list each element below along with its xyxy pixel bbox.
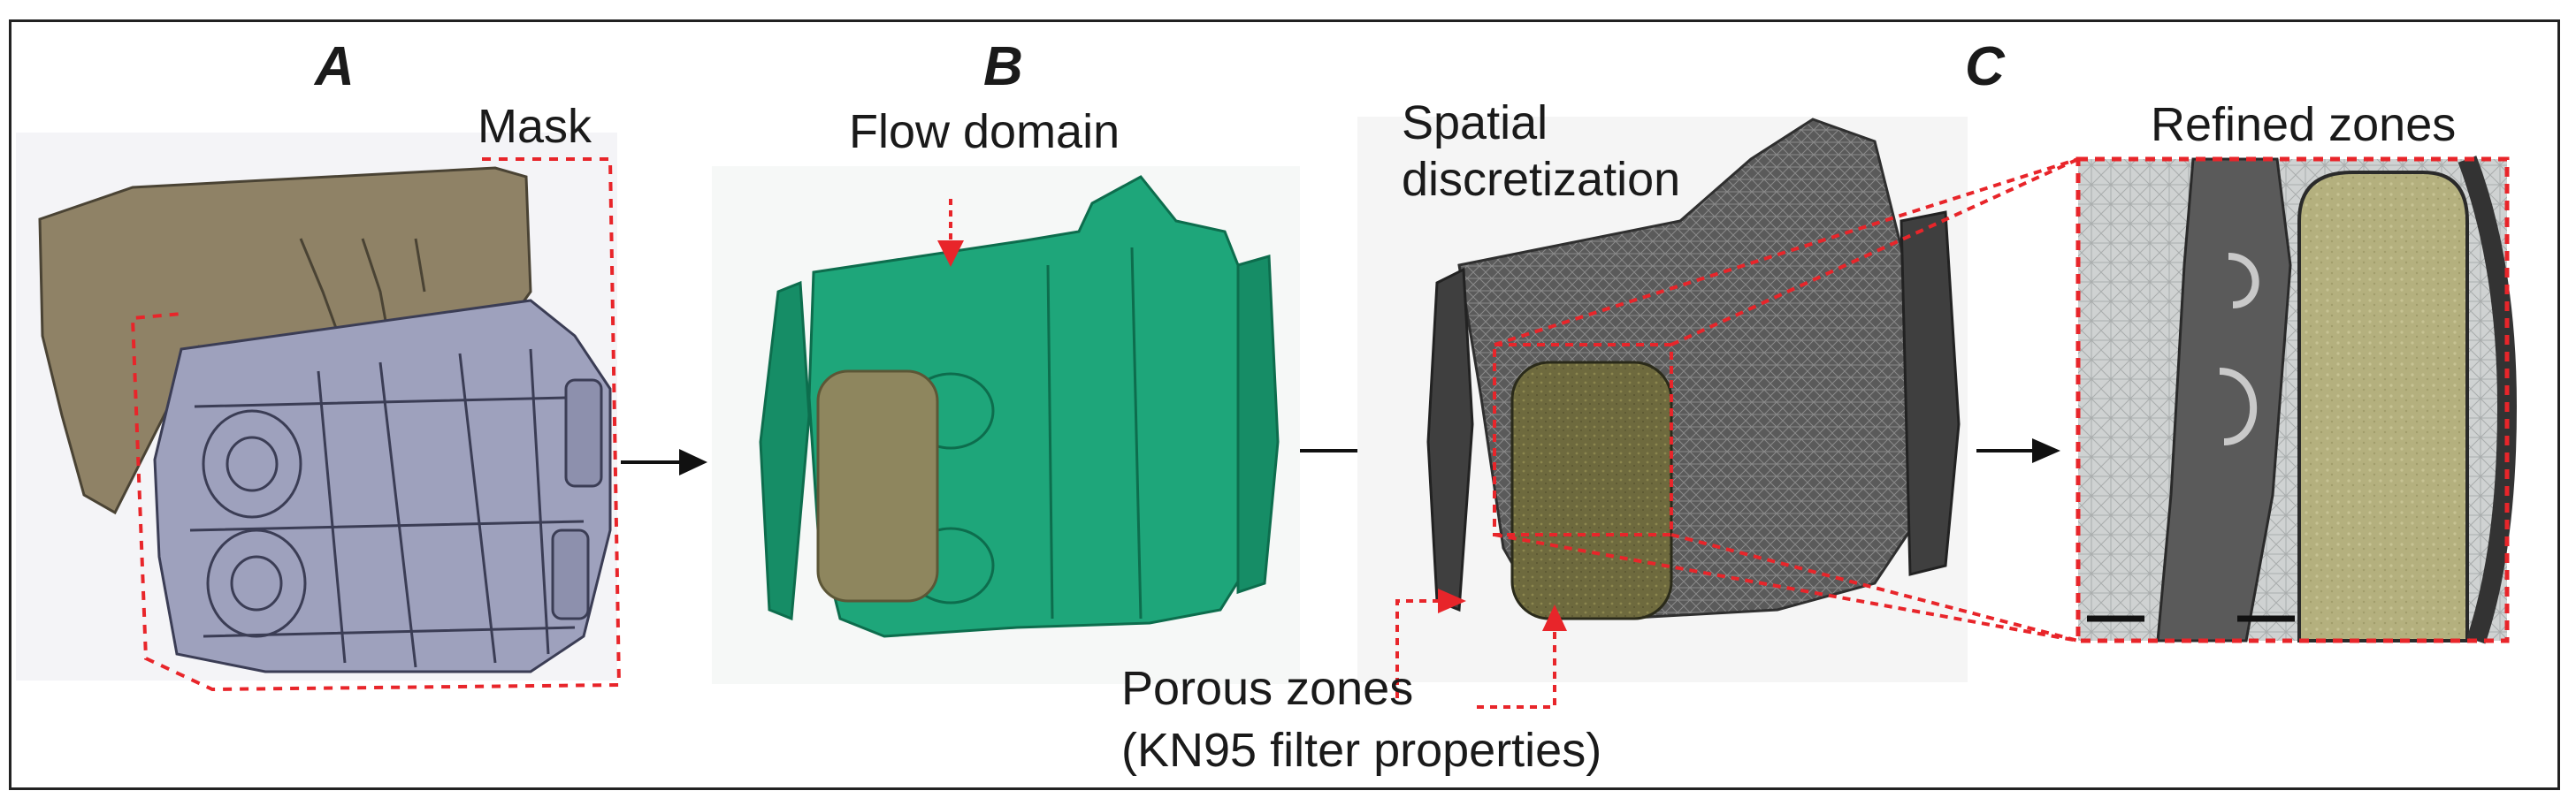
arrow-a-to-b	[621, 449, 707, 475]
mask-valves	[189, 348, 585, 668]
refined-zone-inset	[2075, 156, 2518, 644]
inset-filter-zone	[2297, 171, 2469, 643]
flow-domain-left-flap	[759, 280, 811, 621]
flow-domain-label: Flow domain	[849, 105, 1120, 158]
porous-zones-label-line1: Porous zones	[1121, 662, 1414, 715]
porous-arrowhead-left	[1438, 589, 1466, 613]
mesh-right-flap	[1900, 210, 1961, 576]
mesh-filter-zone	[1510, 361, 1673, 620]
flow-domain-right-flap	[1236, 255, 1280, 595]
porous-zones-label-line2: (KN95 filter properties)	[1121, 724, 1602, 777]
refined-zones-label: Refined zones	[2151, 98, 2457, 151]
flow-domain-pointer-arrowhead	[937, 240, 964, 267]
flow-domain-valve-outlines	[906, 247, 1143, 620]
mask-body	[153, 299, 612, 673]
spatial-label-line1: Spatial	[1402, 96, 1548, 149]
flow-domain-illustration	[712, 166, 1300, 684]
panel-letter-b: B	[983, 36, 1023, 97]
mask-side-clip-lower	[551, 528, 590, 620]
inset-dashed-border	[2075, 156, 2510, 643]
mask-label: Mask	[478, 100, 592, 153]
porous-arrowhead-right	[1542, 604, 1567, 631]
mask-illustration	[16, 133, 622, 692]
mesh-refined-zone-box	[1493, 343, 1673, 536]
arrow-c-to-zoom	[1976, 438, 2060, 463]
inset-valve-curls	[2219, 253, 2259, 445]
zoom-connectors	[1494, 157, 2079, 643]
mesh-illustration	[1357, 117, 1968, 709]
spatial-label-line2: discretization	[1402, 153, 1681, 206]
panel-letter-c: C	[1965, 36, 2005, 97]
flow-domain-filter-patch	[816, 369, 939, 603]
mask-dashed-outline	[130, 157, 622, 692]
mask-side-clip	[564, 378, 603, 488]
panel-letter-a: A	[315, 36, 355, 97]
mesh-left-flap	[1426, 267, 1474, 612]
porous-pointer-left	[1395, 599, 1446, 698]
